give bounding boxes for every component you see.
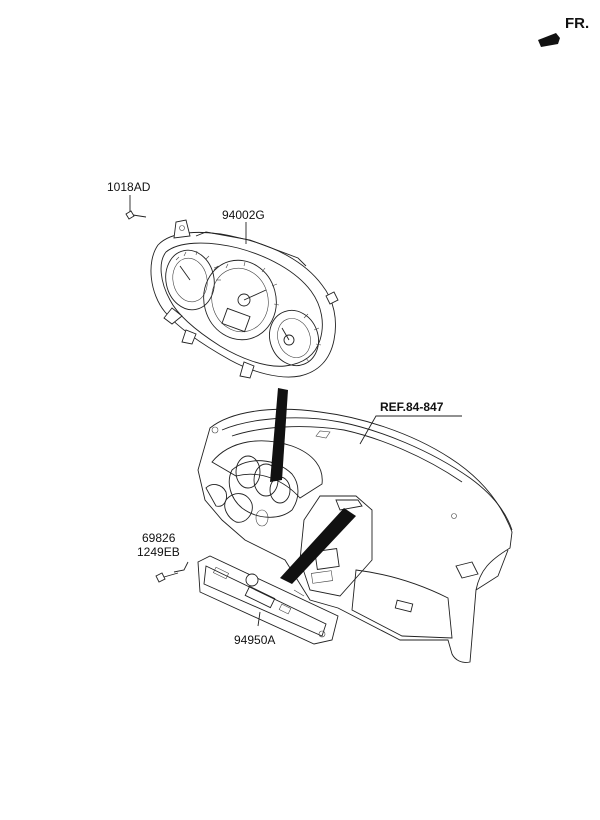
leader-screw-bottom (173, 561, 189, 573)
dashboard (197, 408, 513, 663)
screw-bottom (155, 572, 179, 583)
callout-reference: REF.84-847 (380, 400, 444, 414)
display-unit (197, 555, 339, 645)
display-install-leader (280, 508, 356, 584)
callout-display-unit: 94950A (234, 633, 275, 647)
leader-display-unit (257, 611, 261, 627)
screw-top (125, 210, 147, 220)
instrument-cluster (150, 219, 339, 379)
front-direction-indicator: FR. (538, 15, 589, 47)
leader-reference (359, 415, 462, 445)
callout-screw-bottom-a: 69826 (142, 531, 176, 545)
callout-screw-bottom-b: 1249EB (137, 545, 180, 559)
front-arrow-icon (538, 33, 560, 47)
callout-screw-top: 1018AD (107, 180, 151, 194)
cluster-install-leader (270, 388, 288, 482)
front-label: FR. (565, 15, 589, 32)
callout-cluster: 94002G (222, 208, 265, 222)
